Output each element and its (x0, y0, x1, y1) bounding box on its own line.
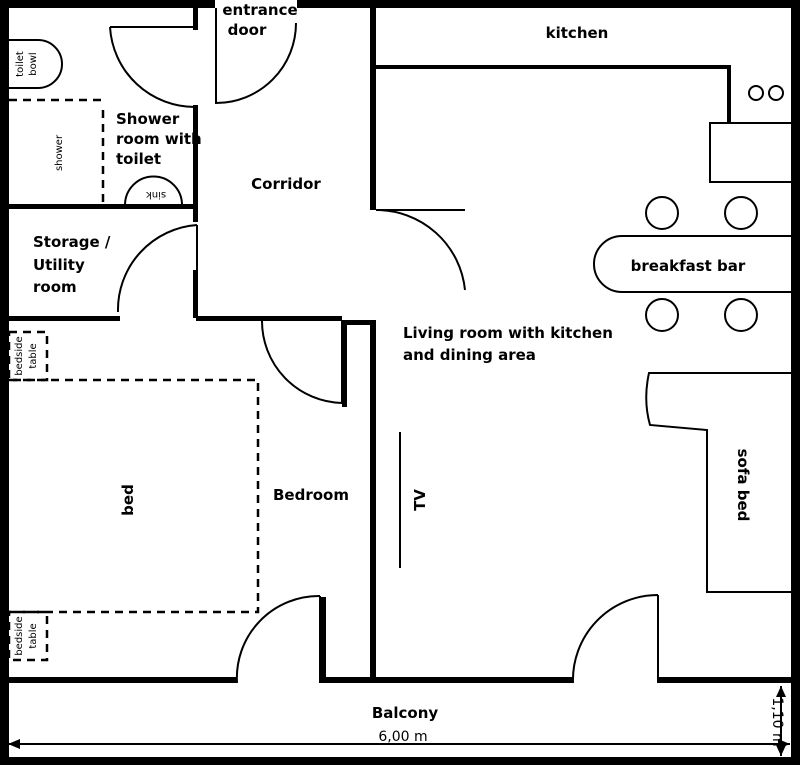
tv-label: TV (411, 489, 429, 511)
shower-label: shower (54, 134, 65, 171)
toilet-label: toilet (15, 51, 26, 77)
bedside-table-bottom (7, 610, 49, 662)
sofa-bed-label: sofa bed (734, 449, 752, 522)
sink (124, 175, 183, 206)
shower-room-label-2: room with (116, 130, 202, 148)
entrance-label: entrance (222, 1, 297, 19)
bedside-table-label-top-2: table (28, 343, 39, 368)
bedside-table-label-bottom-2: table (28, 623, 39, 648)
living-room-label: Living room with kitchen (403, 324, 613, 342)
bedside-table-label-bottom: bedside (14, 616, 25, 655)
toilet-bowl (9, 39, 63, 89)
kitchen-counter (709, 122, 791, 183)
bed-label: bed (119, 484, 137, 516)
fixtures (7, 39, 791, 662)
bed-outline (9, 378, 260, 614)
storage-label: Storage / (33, 233, 111, 251)
shower-room-label: Shower (116, 110, 180, 128)
entrance-label-2: door (228, 21, 267, 39)
bedside-table-label-top: bedside (14, 336, 25, 375)
width-dimension-label: 6,00 m (378, 729, 427, 745)
shower-area (9, 98, 105, 205)
stool (645, 298, 679, 332)
stool (724, 298, 758, 332)
bedroom-label: Bedroom (273, 486, 349, 504)
stool (645, 196, 679, 230)
stove-ring-2 (768, 85, 784, 101)
stool (724, 196, 758, 230)
toilet-label-2: bowl (28, 52, 39, 75)
balcony-label: Balcony (372, 704, 439, 722)
interior-walls (0, 8, 800, 683)
kitchen-label: kitchen (546, 24, 609, 42)
depth-dimension-label: 1,10 m (769, 697, 785, 746)
storage-label-3: room (33, 278, 77, 296)
breakfast-bar-label: breakfast bar (631, 257, 746, 275)
sofa-bed-shape (645, 372, 791, 593)
shower-room-label-3: toilet (116, 150, 161, 168)
storage-label-2: Utility (33, 256, 85, 274)
labels: entrance door kitchen toilet bowl shower… (14, 1, 785, 747)
stove-ring-1 (748, 85, 764, 101)
dimension-lines (8, 686, 790, 756)
door-swings (109, 8, 659, 684)
breakfast-bar-counter (593, 235, 791, 293)
corridor-label: Corridor (251, 175, 321, 193)
bedside-table-top (7, 330, 49, 382)
living-room-label-2: and dining area (403, 346, 536, 364)
sink-label: sink (146, 189, 166, 200)
